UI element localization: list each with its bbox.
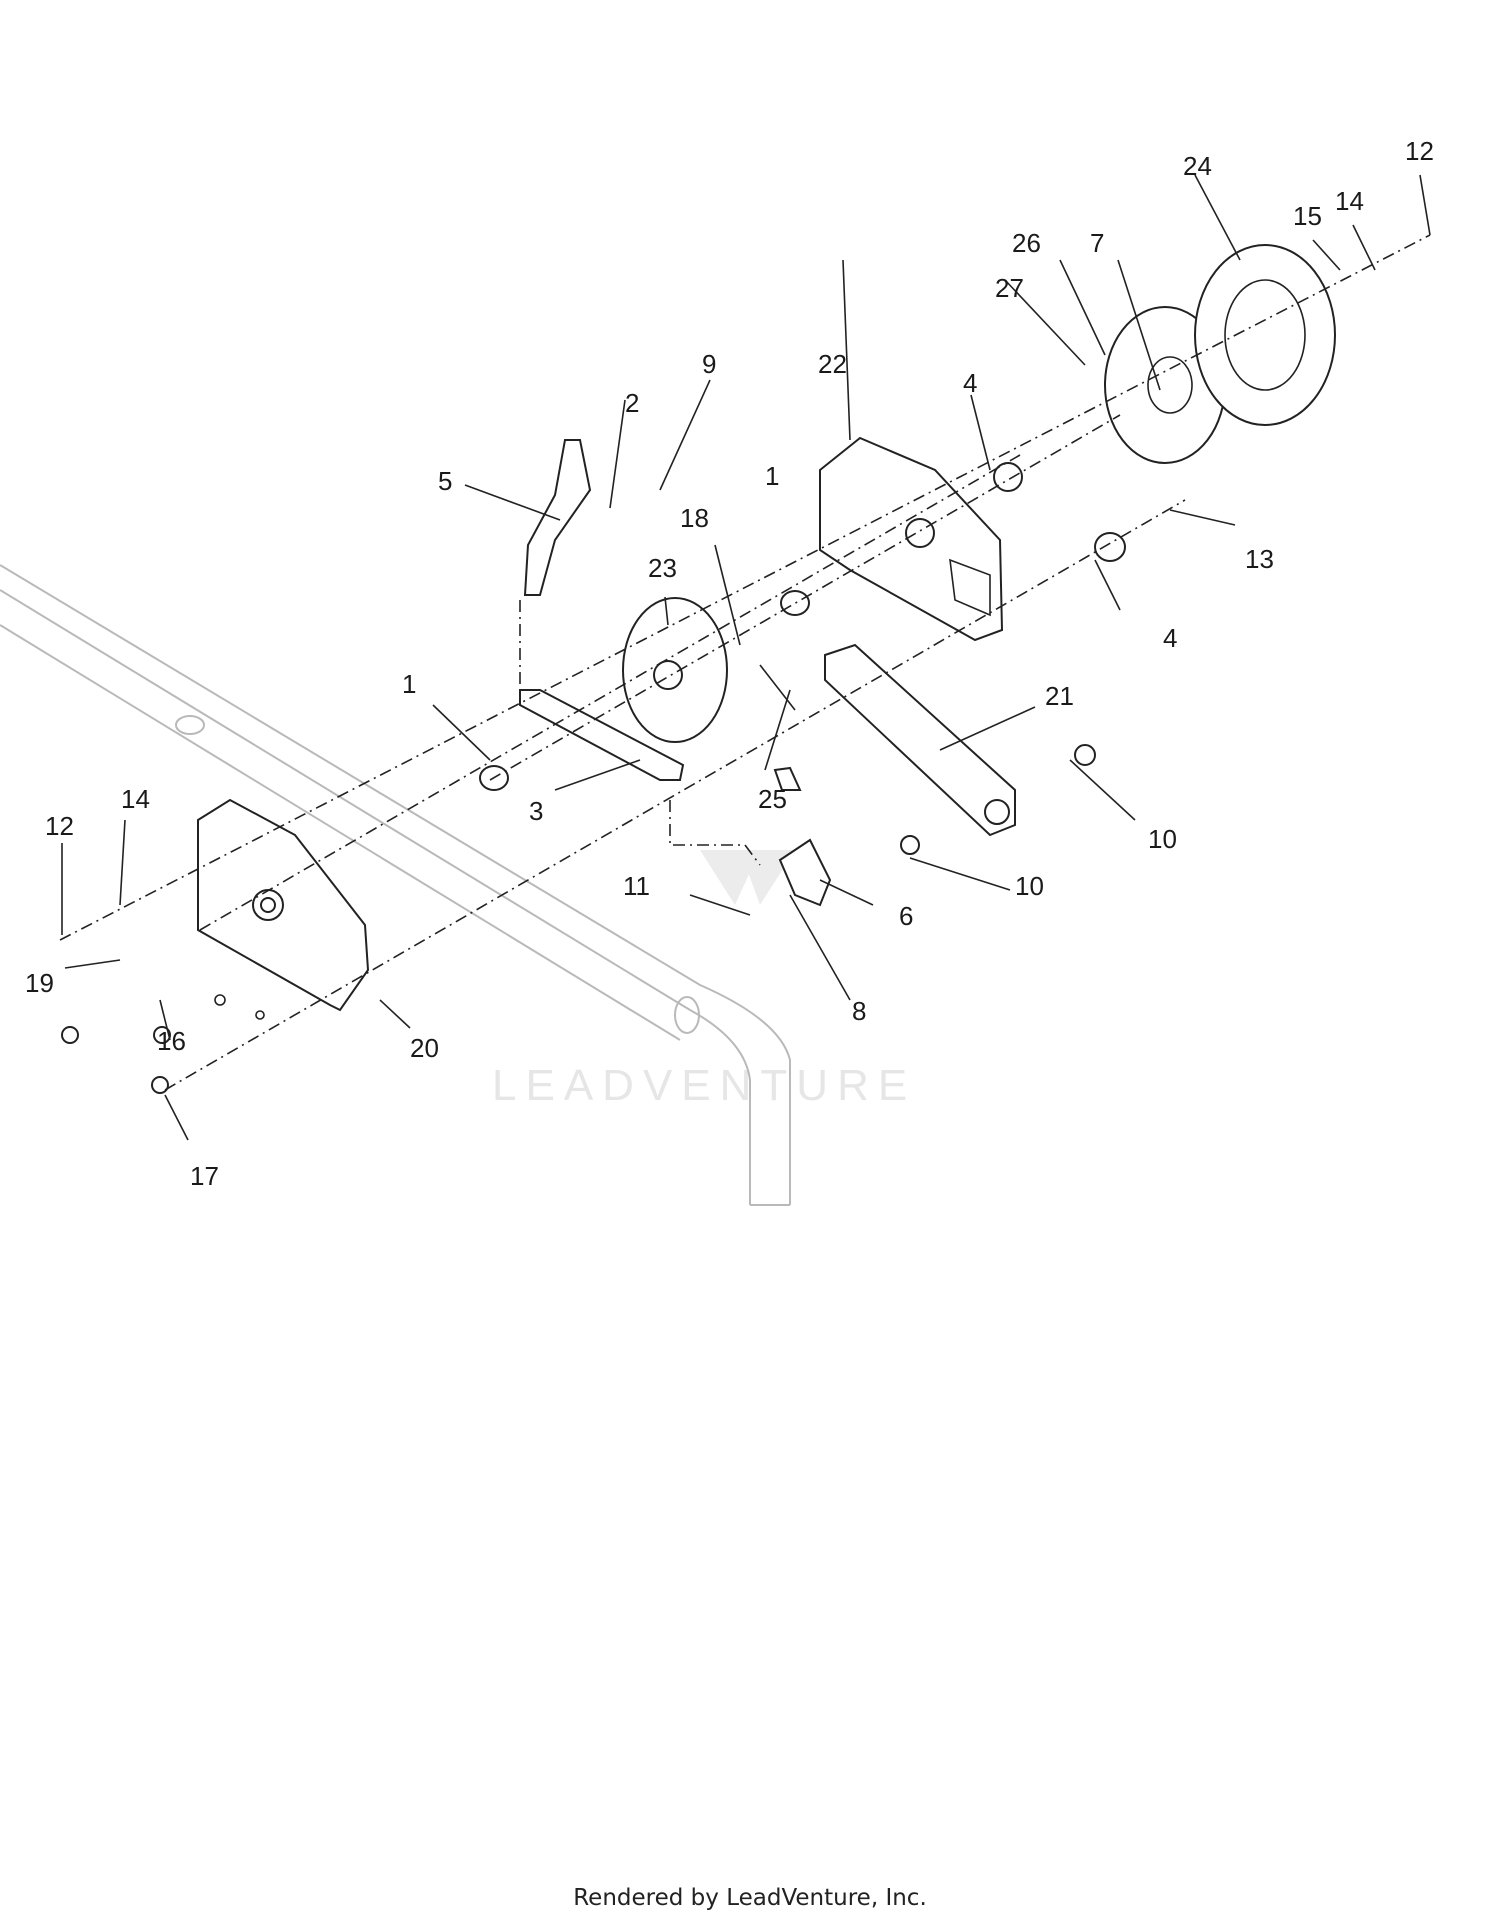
watermark-logo-icon <box>700 850 795 905</box>
sprocket <box>622 597 728 743</box>
watermark: LEADVENTURE <box>492 850 916 1110</box>
callout-27: 27 <box>995 273 1024 303</box>
callout-7: 7 <box>1090 228 1104 258</box>
callout-10-right: 10 <box>1148 824 1177 854</box>
callout-17: 17 <box>190 1161 219 1191</box>
callout-19: 19 <box>25 968 54 998</box>
callout-6: 6 <box>899 901 913 931</box>
callout-20: 20 <box>410 1033 439 1063</box>
callout-labels: 1 1 2 3 4 4 5 6 7 8 9 10 10 11 12 12 13 … <box>25 136 1434 1191</box>
cog-wheel <box>1194 244 1336 426</box>
callout-4-top: 4 <box>963 368 977 398</box>
callout-26: 26 <box>1012 228 1041 258</box>
callout-23: 23 <box>648 553 677 583</box>
callout-1-right: 1 <box>765 461 779 491</box>
callout-18: 18 <box>680 503 709 533</box>
callout-14-right: 14 <box>1335 186 1364 216</box>
callout-12-left: 12 <box>45 811 74 841</box>
callout-10-left: 10 <box>1015 871 1044 901</box>
watermark-text: LEADVENTURE <box>492 1061 916 1110</box>
callout-8: 8 <box>852 996 866 1026</box>
callout-24: 24 <box>1183 151 1212 181</box>
callout-21: 21 <box>1045 681 1074 711</box>
exploded-view-diagram: LEADVENTURE <box>0 136 1434 1206</box>
callout-9: 9 <box>702 349 716 379</box>
small-hardware <box>61 462 1126 1094</box>
callout-3: 3 <box>529 796 543 826</box>
callout-2: 2 <box>625 388 639 418</box>
pivot-arm <box>824 643 1016 837</box>
frame-tube <box>0 564 791 1206</box>
callout-16: 16 <box>157 1026 186 1056</box>
callout-11: 11 <box>623 871 650 901</box>
callout-13: 13 <box>1245 544 1274 574</box>
rendered-by-footer: Rendered by LeadVenture, Inc. <box>573 1885 927 1911</box>
callout-14-left: 14 <box>121 784 150 814</box>
callout-25: 25 <box>758 784 787 814</box>
callout-15: 15 <box>1293 201 1322 231</box>
callout-4-bottom: 4 <box>1163 623 1177 653</box>
lever-and-link <box>519 439 685 781</box>
assembly-lines <box>59 234 1431 1091</box>
callout-1-left: 1 <box>402 669 416 699</box>
callout-5: 5 <box>438 466 452 496</box>
leader-lines <box>61 174 1431 1141</box>
right-bracket <box>819 436 1004 642</box>
left-side-plate <box>197 798 370 1020</box>
callout-22: 22 <box>818 349 847 379</box>
callout-12-right: 12 <box>1405 136 1434 166</box>
